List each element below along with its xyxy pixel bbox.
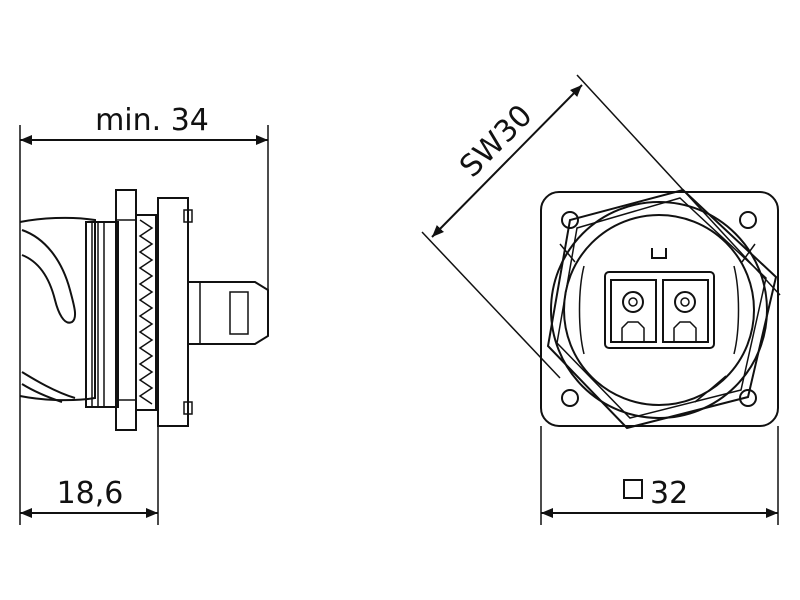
- dimension-flange-size: 32: [650, 476, 688, 511]
- mounting-hole-top-right: [739, 211, 757, 229]
- fiber-port-left: [622, 291, 644, 313]
- mounting-hole-bottom-left: [561, 389, 579, 407]
- fiber-port-right: [674, 291, 696, 313]
- threaded-sleeve: [85, 221, 119, 408]
- front-insert: [188, 281, 269, 345]
- dimension-depth: 18,6: [57, 476, 124, 511]
- dimension-min-length: min. 34: [95, 103, 209, 138]
- extension-line-sw-bottom: [421, 231, 561, 379]
- key-notch: [651, 248, 667, 259]
- extension-line-sw-top: [576, 74, 781, 296]
- mounting-hole-bottom-right: [739, 389, 757, 407]
- dimension-line-wrench-size: [431, 84, 583, 238]
- inner-ring: [563, 214, 755, 406]
- square-flange: [540, 191, 779, 427]
- front-view: SW30: [421, 74, 781, 525]
- cable-body: [19, 216, 96, 403]
- side-view: min. 34 18,6: [19, 103, 269, 525]
- flange: [157, 197, 189, 427]
- hex-nut: [546, 188, 778, 430]
- lc-duplex-adapter: [604, 271, 715, 349]
- square-outline-icon: [623, 479, 643, 499]
- thread-profile: [135, 214, 157, 411]
- mounting-hole-top-left: [561, 211, 579, 229]
- outer-ring: [550, 201, 768, 419]
